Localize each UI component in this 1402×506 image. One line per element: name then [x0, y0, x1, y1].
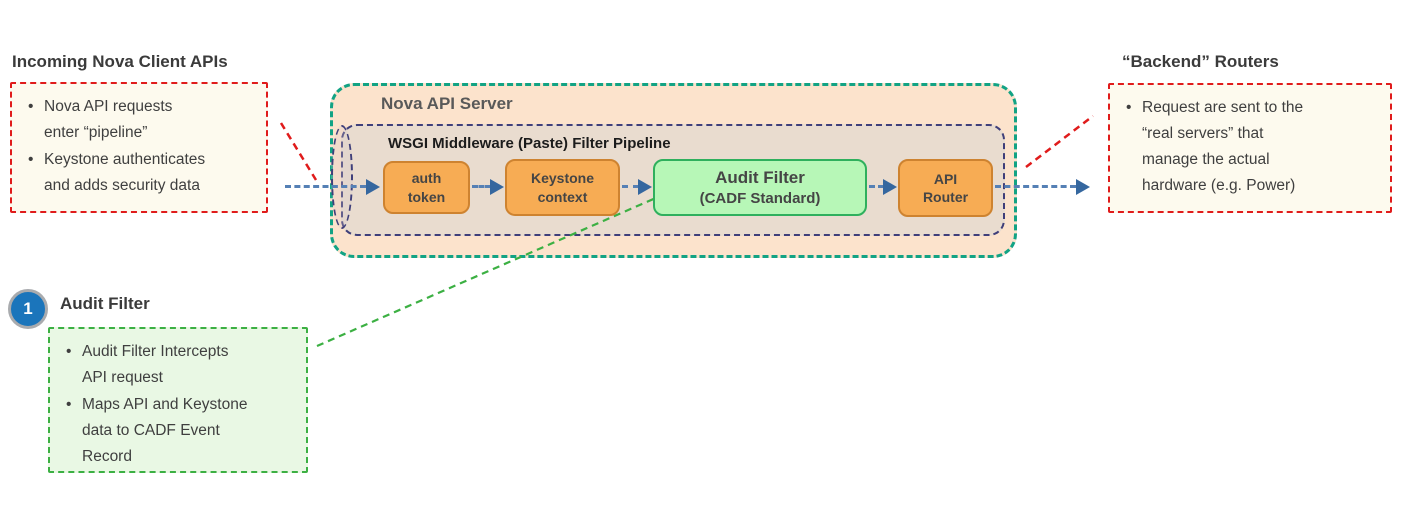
red-connector-left: [279, 122, 318, 181]
stage-label-line: token: [407, 188, 446, 205]
audit-filter-bullet-list: Audit Filter Intercepts API request Maps…: [50, 329, 306, 470]
incoming-apis-heading: Incoming Nova Client APIs: [12, 52, 228, 71]
audit-filter-heading: Audit Filter: [60, 294, 150, 313]
backend-routers-bullet-list: Request are sent to the “real servers” t…: [1110, 85, 1390, 199]
stage-auth-token: auth token: [383, 161, 470, 214]
stage-label-line: Keystone: [530, 170, 595, 187]
arrowhead-icon: [366, 179, 380, 195]
bullet-item: Request are sent to the “real servers” t…: [1122, 95, 1382, 199]
flow-line-1: [472, 185, 491, 188]
backend-routers-heading: “Backend” Routers: [1122, 52, 1279, 71]
pipeline-entry-ellipse-icon: [331, 125, 353, 229]
step-number: 1: [23, 299, 33, 318]
stage-label-line: (CADF Standard): [699, 189, 821, 207]
arrowhead-icon: [490, 179, 504, 195]
stage-label-line: Router: [922, 189, 969, 205]
stage-label-line: auth: [411, 170, 442, 187]
flow-line-2: [622, 185, 639, 188]
bullet-item: Keystone authenticates and adds security…: [24, 147, 258, 199]
flow-line-in: [285, 185, 366, 188]
stage-label-line: context: [537, 188, 588, 205]
bullet-item: Nova API requests enter “pipeline”: [24, 94, 258, 146]
arrowhead-icon: [883, 179, 897, 195]
incoming-apis-bullet-list: Nova API requests enter “pipeline” Keyst…: [12, 84, 266, 199]
bullet-item: Audit Filter Intercepts API request: [62, 339, 298, 391]
flow-line-3: [869, 185, 884, 188]
stage-label-line: API: [933, 170, 958, 187]
stage-keystone-context: Keystone context: [505, 159, 620, 216]
flow-line-out: [995, 185, 1076, 188]
bullet-item: Maps API and Keystone data to CADF Event…: [62, 392, 298, 470]
arrowhead-icon: [1076, 179, 1090, 195]
step-number-badge: 1: [8, 289, 48, 329]
wsgi-pipeline-title: WSGI Middleware (Paste) Filter Pipeline: [388, 135, 671, 152]
stage-api-router: API Router: [898, 159, 993, 217]
stage-audit-filter: Audit Filter (CADF Standard): [653, 159, 867, 216]
red-connector-right: [1025, 115, 1094, 168]
incoming-apis-note: Nova API requests enter “pipeline” Keyst…: [10, 82, 268, 213]
audit-filter-note: Audit Filter Intercepts API request Maps…: [48, 327, 308, 473]
stage-label-line: Audit Filter: [715, 167, 805, 187]
nova-api-server-title: Nova API Server: [381, 94, 513, 113]
arrowhead-icon: [638, 179, 652, 195]
backend-routers-note: Request are sent to the “real servers” t…: [1108, 83, 1392, 213]
